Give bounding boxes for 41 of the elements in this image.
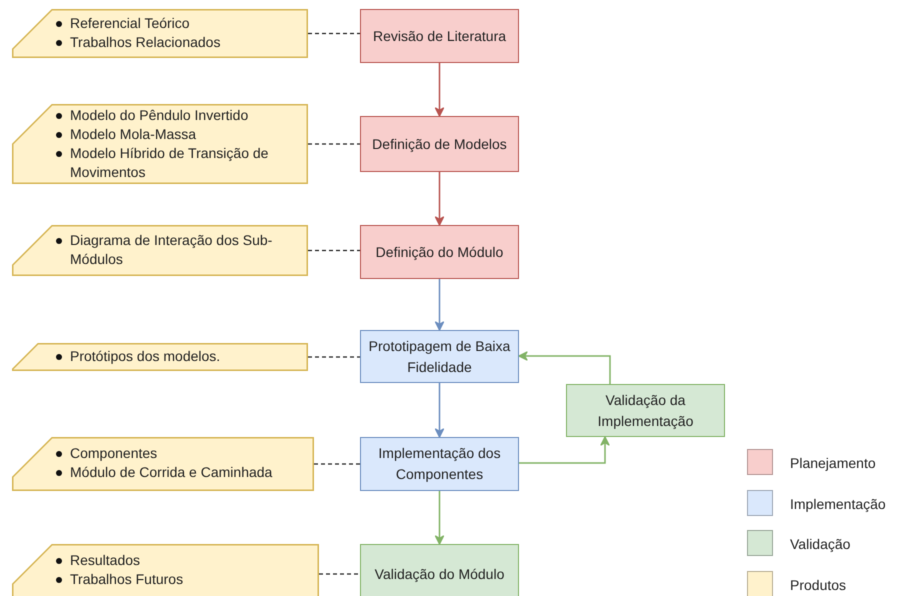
arrow xyxy=(434,279,444,331)
legend-label: Planejamento xyxy=(790,455,876,471)
process-box: Revisão de Literatura xyxy=(360,9,519,63)
arrow xyxy=(518,351,611,384)
process-box: Prototipagem de Baixa Fidelidade xyxy=(360,330,519,383)
list-item: Referencial Teórico xyxy=(56,14,304,33)
list-item: Resultados xyxy=(56,551,315,570)
process-box: Validação do Módulo xyxy=(360,544,519,596)
legend-label: Implementação xyxy=(790,496,886,512)
dashed-connector xyxy=(308,356,360,358)
list-item: Trabalhos Futuros xyxy=(56,570,315,589)
list-item: Diagrama de Interação dos Sub-Módulos xyxy=(56,231,304,269)
list-item: Modelo do Pêndulo Invertido xyxy=(56,106,304,125)
process-box: Definição de Modelos xyxy=(360,116,519,172)
dashed-connector xyxy=(308,32,360,34)
arrow xyxy=(434,383,444,438)
list-item: Modelo Híbrido de Transição de Movimentos xyxy=(56,144,304,182)
dashed-connector xyxy=(314,463,360,465)
dashed-connector xyxy=(308,250,360,252)
dashed-connector xyxy=(319,573,360,575)
process-box: Definição do Módulo xyxy=(360,225,519,279)
product-note xyxy=(12,544,319,596)
product-note xyxy=(12,104,308,184)
dashed-connector xyxy=(308,143,360,145)
arrow xyxy=(519,436,610,464)
product-note xyxy=(12,437,314,491)
product-note xyxy=(12,343,308,371)
list-item: Protótipos dos modelos. xyxy=(56,347,304,366)
arrow xyxy=(434,63,444,117)
process-box: Validação da Implementação xyxy=(566,384,725,437)
list-item: Modelo Mola-Massa xyxy=(56,125,304,144)
arrow xyxy=(434,172,444,226)
arrow xyxy=(434,491,444,545)
legend-label: Produtos xyxy=(790,576,846,592)
product-note xyxy=(12,225,308,276)
legend-label: Validação xyxy=(790,536,850,552)
list-item: Trabalhos Relacionados xyxy=(56,33,304,52)
process-box: Implementação dos Componentes xyxy=(360,437,519,491)
list-item: Componentes xyxy=(56,444,310,463)
list-item: Módulo de Corrida e Caminhada xyxy=(56,463,310,482)
product-note xyxy=(12,9,308,58)
